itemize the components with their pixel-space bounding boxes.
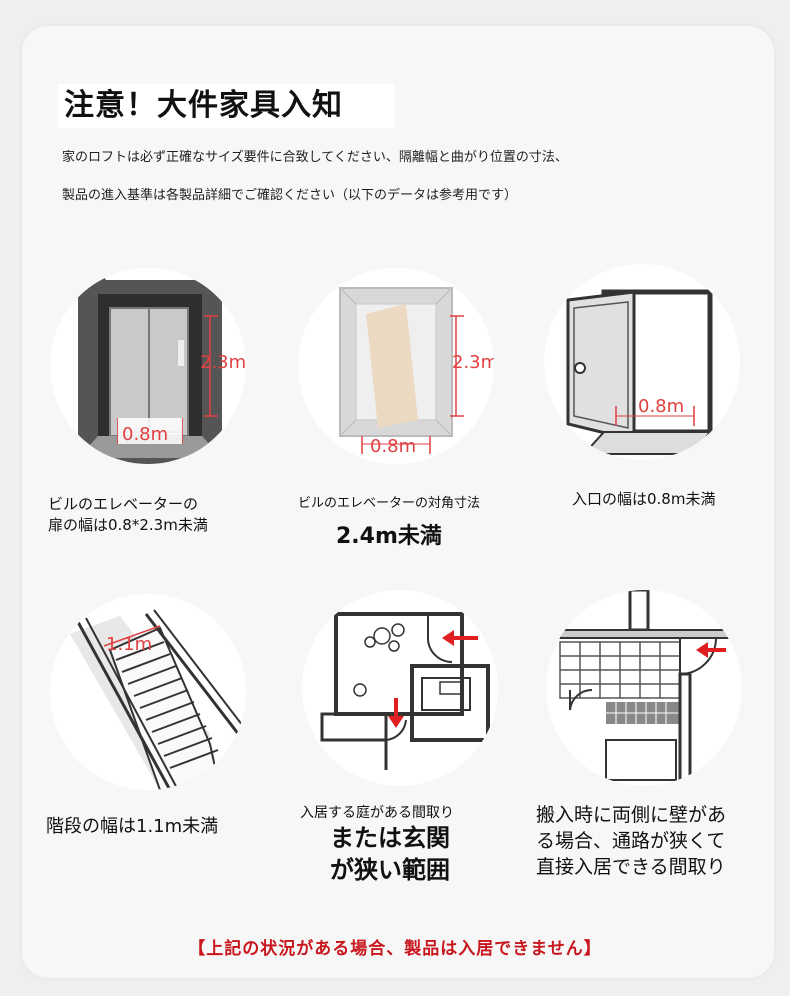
width-label: 1.1m — [106, 634, 152, 655]
warning-footer: 【上記の状況がある場合、製品は入居できません】 — [188, 939, 602, 959]
elevator-door-icon: 2.3m 0.8m — [78, 268, 246, 464]
intro-line-2: 製品の進入基準は各製品詳細でご確認ください（以下のデータは参考用です） — [62, 188, 518, 203]
caption-elevator-door: ビルのエレベーターの 扉の幅は0.8*2.3m未満 — [48, 494, 208, 536]
intro-line-1: 家のロフトは必ず正確なサイズ要件に合致してください、隔離幅と曲がり位置の寸法、 — [62, 150, 568, 165]
courtyard-floorplan-illustration — [302, 590, 498, 786]
stairs-icon: 1.1m — [50, 594, 246, 790]
caption-line: が狭い範囲 — [330, 856, 450, 884]
caption-corridor-plan: 搬入時に両側に壁があ る場合、通路が狭くて 直接入居できる間取り — [536, 802, 726, 880]
door-icon: 0.8m — [566, 289, 713, 455]
width-label: 0.8m — [122, 424, 168, 445]
caption-line: ビルのエレベーターの — [48, 495, 199, 513]
page-title: 注意！大件家具入知 — [58, 84, 394, 128]
caption-stairs-width: 階段の幅は1.1m未満 — [46, 816, 219, 837]
elevator-diagonal-illustration: 2.3m 0.8m — [298, 268, 494, 464]
stairs-illustration: 1.1m — [50, 594, 246, 790]
corridor-plan-icon — [559, 590, 731, 786]
caption-line: 搬入時に両側に壁があ — [536, 804, 727, 826]
elevator-door-illustration: 2.3m 0.8m — [50, 268, 246, 464]
caption-diagonal-size: 2.4m未満 — [336, 524, 442, 549]
caption-elevator-diagonal: ビルのエレベーターの対角寸法 — [298, 496, 481, 511]
caption-line: 直接入居できる間取り — [536, 856, 726, 878]
entrance-door-illustration: 0.8m — [544, 264, 740, 460]
caption-line: または玄関 — [330, 824, 450, 852]
height-label: 2.3m — [200, 352, 246, 373]
width-label: 0.8m — [638, 396, 684, 417]
elevator-interior-icon: 2.3m 0.8m — [339, 287, 494, 457]
caption-narrow-entrance: または玄関 が狭い範囲 — [330, 822, 450, 886]
width-label: 0.8m — [370, 436, 416, 457]
corridor-floorplan-illustration — [546, 590, 742, 786]
floorplan-icon — [320, 612, 490, 770]
content-card — [22, 26, 774, 978]
caption-line: 扉の幅は0.8*2.3m未満 — [48, 516, 208, 534]
caption-entrance-width: 入口の幅は0.8m未満 — [572, 490, 716, 508]
caption-courtyard-plan: 入居する庭がある間取り — [300, 805, 454, 821]
height-label: 2.3m — [452, 352, 494, 373]
caption-line: る場合、通路が狭くて — [536, 830, 726, 852]
